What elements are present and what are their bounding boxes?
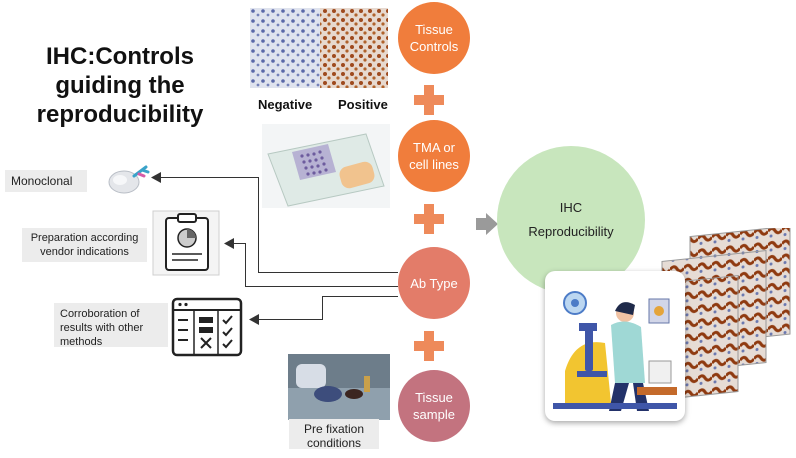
tma-node: TMA or cell lines <box>398 120 470 192</box>
arrowhead <box>249 314 259 325</box>
plus-icon <box>414 204 444 234</box>
tma-slide-image <box>262 124 390 208</box>
ihc-staining-image <box>250 8 388 88</box>
plus-icon <box>414 85 444 115</box>
connector-line <box>158 177 259 178</box>
ihc-reproducibility-node: IHC Reproducibility <box>497 146 645 294</box>
tissue-sample-photo <box>288 354 390 420</box>
plus-icon <box>414 331 444 361</box>
tma-label: TMA or cell lines <box>409 140 459 172</box>
corroboration-label: Corroboration of results with other meth… <box>54 303 168 348</box>
connector-line <box>322 296 398 297</box>
monoclonal-label: Monoclonal <box>5 170 87 192</box>
monoclonal-text: Monoclonal <box>11 174 73 188</box>
ihc-label: IHC <box>559 200 583 215</box>
ab-type-node: Ab Type <box>398 247 470 319</box>
preparation-label: Preparation according vendor indications <box>22 228 147 262</box>
connector-line <box>258 177 259 273</box>
connector-line <box>231 243 246 244</box>
positive-label: Positive <box>338 97 388 112</box>
reproducibility-label: Reproducibility <box>528 224 614 239</box>
antibody-icon <box>104 164 152 196</box>
tissue-sample-node: Tissue sample <box>398 370 470 442</box>
connector-line <box>245 286 398 287</box>
arrowhead <box>224 238 234 249</box>
tissue-controls-node: Tissue Controls <box>398 2 470 74</box>
negative-label: Negative <box>258 97 313 112</box>
preparation-text: Preparation according vendor indications <box>30 232 139 258</box>
title-line-2: guiding the <box>55 72 185 99</box>
diagram-title: IHC:Controls guiding the reproducibility <box>20 42 220 129</box>
ab-type-label: Ab Type <box>410 275 458 291</box>
connector-line <box>322 296 323 320</box>
scientist-microscope-icon <box>545 271 685 421</box>
pre-fixation-text: Pre fixation conditions <box>303 422 365 450</box>
corroboration-text: Corroboration of results with other meth… <box>60 308 144 348</box>
connector-line <box>245 243 246 287</box>
tissue-sample-label: Tissue sample <box>413 390 455 422</box>
clipboard-icon <box>152 210 220 276</box>
title-line-1: IHC:Controls <box>46 43 194 70</box>
report-icon <box>170 296 244 358</box>
connector-line <box>256 319 323 320</box>
title-line-3: reproducibility <box>36 101 204 128</box>
arrow-right-icon <box>476 213 498 235</box>
arrowhead <box>151 172 161 183</box>
pre-fixation-label: Pre fixation conditions <box>289 419 379 450</box>
tissue-controls-label: Tissue Controls <box>409 22 459 54</box>
connector-line <box>258 272 398 273</box>
